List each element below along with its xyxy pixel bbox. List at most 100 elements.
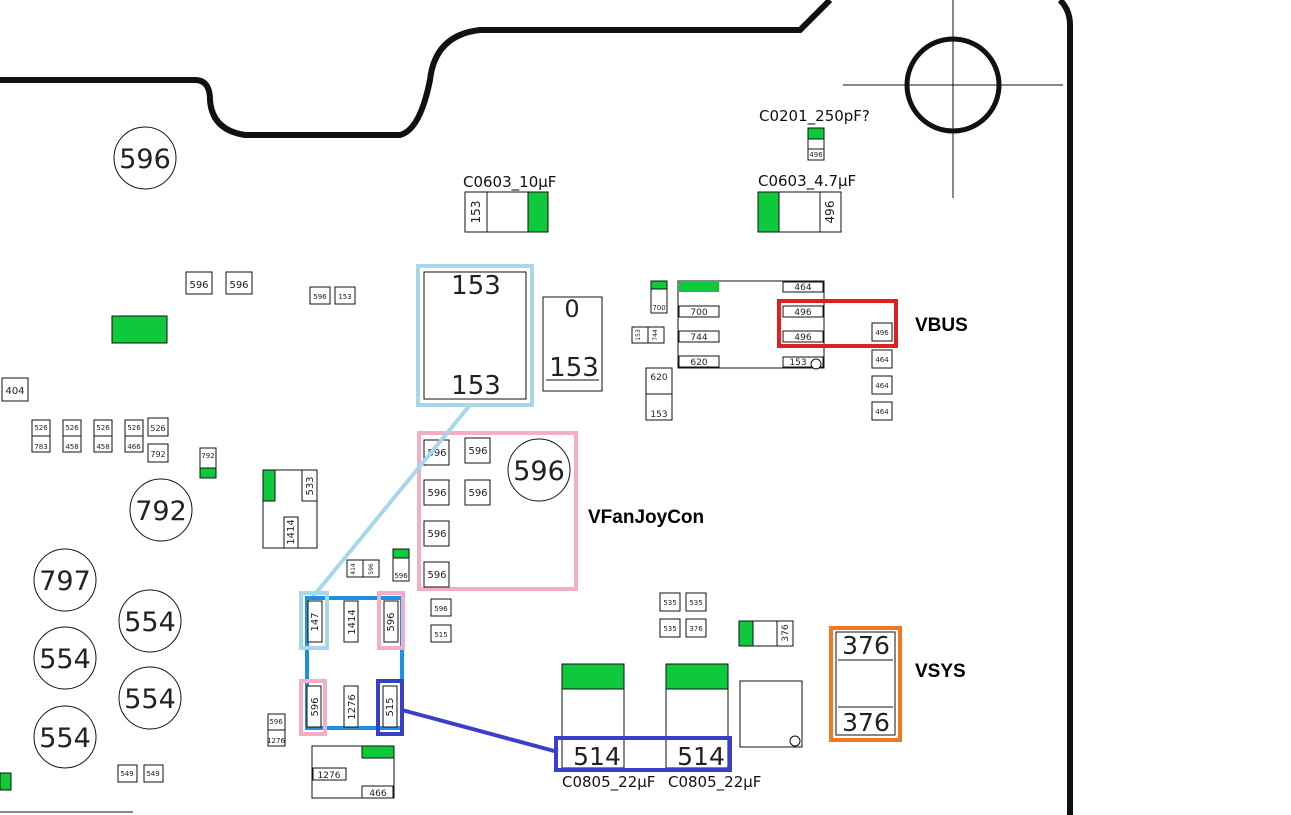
- svg-text:464: 464: [875, 408, 889, 416]
- svg-text:153: 153: [469, 201, 483, 224]
- svg-text:554: 554: [124, 684, 176, 715]
- cap-526-d: 526 466: [124, 419, 144, 453]
- component-1276-466: 1276 466: [311, 745, 395, 799]
- ic-square: [739, 680, 803, 748]
- cap-620-153: 620 153: [645, 367, 673, 421]
- svg-text:458: 458: [65, 443, 78, 451]
- pad-153-c: 153: [334, 286, 356, 305]
- svg-text:153: 153: [549, 353, 599, 383]
- svg-text:147: 147: [310, 612, 321, 631]
- svg-text:596: 596: [189, 280, 208, 291]
- svg-text:153: 153: [451, 271, 501, 301]
- green-pad-left: [111, 315, 168, 344]
- svg-text:554: 554: [39, 644, 91, 675]
- test-point-797: 797: [33, 548, 97, 612]
- svg-text:596: 596: [313, 293, 327, 301]
- svg-text:596: 596: [468, 446, 487, 457]
- svg-text:596: 596: [427, 529, 446, 540]
- test-point-554-a: 554: [118, 589, 182, 653]
- svg-text:783: 783: [34, 443, 47, 451]
- svg-text:496: 496: [875, 329, 889, 337]
- svg-text:596: 596: [434, 605, 448, 613]
- cap-c0603-47uf: 496: [757, 191, 842, 233]
- svg-text:464: 464: [875, 382, 889, 390]
- svg-text:620: 620: [650, 373, 667, 383]
- cap-526-c: 526 458: [93, 419, 113, 453]
- svg-text:153: 153: [650, 410, 667, 420]
- svg-text:1276: 1276: [318, 771, 341, 781]
- svg-text:514: 514: [573, 742, 621, 771]
- svg-text:596: 596: [513, 456, 565, 487]
- svg-text:549: 549: [120, 770, 133, 778]
- test-point-554-c: 554: [118, 666, 182, 730]
- vfan-label: VFanJoyCon: [588, 507, 704, 528]
- pad-496-side: 496: [871, 322, 893, 342]
- svg-text:526: 526: [150, 424, 165, 433]
- pad-596-f: 596: [430, 598, 452, 617]
- vsys-component: 376 376: [829, 626, 902, 742]
- pad-526-e: 526: [147, 417, 169, 437]
- svg-text:744: 744: [690, 333, 707, 343]
- pad-464-b: 464: [871, 375, 893, 395]
- svg-text:596: 596: [119, 144, 171, 175]
- svg-text:526: 526: [96, 424, 110, 432]
- cap-c0805-b: 514: [665, 663, 729, 771]
- board-edge-right: [1057, 0, 1073, 815]
- svg-text:153: 153: [789, 358, 806, 368]
- mounting-hole: [843, 0, 1063, 198]
- pad-535-c: 535: [659, 618, 681, 638]
- svg-text:792: 792: [135, 496, 187, 527]
- pad-549-b: 549: [143, 764, 164, 783]
- svg-text:596: 596: [394, 572, 408, 580]
- green-pad-corner: [0, 772, 12, 791]
- caption-c0201: C0201_250pF?: [759, 107, 870, 126]
- caption-c0805-a: C0805_22µF: [562, 773, 655, 792]
- pad-549-a: 549: [117, 764, 138, 783]
- ic-vbus: 700 744 620 464 496 496 153: [677, 280, 825, 370]
- test-point-596-vfan: 596: [507, 438, 571, 502]
- cap-c0603-10uf: 153: [464, 191, 549, 233]
- pad-535-b: 535: [685, 592, 707, 612]
- svg-text:535: 535: [689, 599, 702, 607]
- light-blue-link: [310, 403, 472, 600]
- svg-text:496: 496: [794, 308, 811, 318]
- svg-text:549: 549: [146, 770, 159, 778]
- svg-text:596: 596: [229, 280, 248, 291]
- cap-414-596: 414 596: [346, 559, 380, 578]
- svg-text:514: 514: [677, 742, 725, 771]
- dark-blue-link: [401, 708, 559, 754]
- svg-text:414: 414: [350, 563, 357, 575]
- svg-text:535: 535: [663, 625, 676, 633]
- cap-700-small: 700: [650, 280, 668, 314]
- vbus-highlight: [777, 299, 898, 348]
- svg-text:533: 533: [305, 476, 316, 495]
- svg-text:464: 464: [794, 283, 811, 293]
- svg-text:596: 596: [427, 448, 446, 459]
- svg-text:797: 797: [39, 566, 91, 597]
- svg-text:153: 153: [338, 293, 351, 301]
- svg-text:153: 153: [635, 329, 642, 341]
- svg-text:554: 554: [124, 607, 176, 638]
- svg-text:792: 792: [201, 452, 214, 460]
- svg-text:620: 620: [690, 358, 707, 368]
- inductor-153: 153 153: [416, 264, 534, 407]
- component-0-153: 0 153: [542, 295, 603, 392]
- pad-792-a: 792: [147, 443, 169, 463]
- svg-text:1414: 1414: [286, 519, 297, 544]
- svg-text:596: 596: [427, 488, 446, 499]
- test-point-554-d: 554: [33, 705, 97, 769]
- svg-text:515: 515: [434, 631, 447, 639]
- caption-c0805-b: C0805_22µF: [668, 773, 761, 792]
- cap-792-b: 792: [199, 447, 217, 479]
- vbus-label: VBUS: [915, 315, 968, 336]
- pad-596-b: 596: [225, 271, 253, 295]
- vfan-pads: 596 596 596 596 596 596: [423, 437, 491, 588]
- cap-526-b: 526 458: [62, 419, 82, 453]
- svg-text:464: 464: [875, 356, 889, 364]
- cap-596-e: 596: [392, 548, 410, 582]
- cap-596-1276: 596 1276: [267, 713, 286, 747]
- svg-text:596: 596: [310, 697, 321, 716]
- pad-376-a: 376: [685, 618, 707, 638]
- svg-text:376: 376: [689, 625, 703, 633]
